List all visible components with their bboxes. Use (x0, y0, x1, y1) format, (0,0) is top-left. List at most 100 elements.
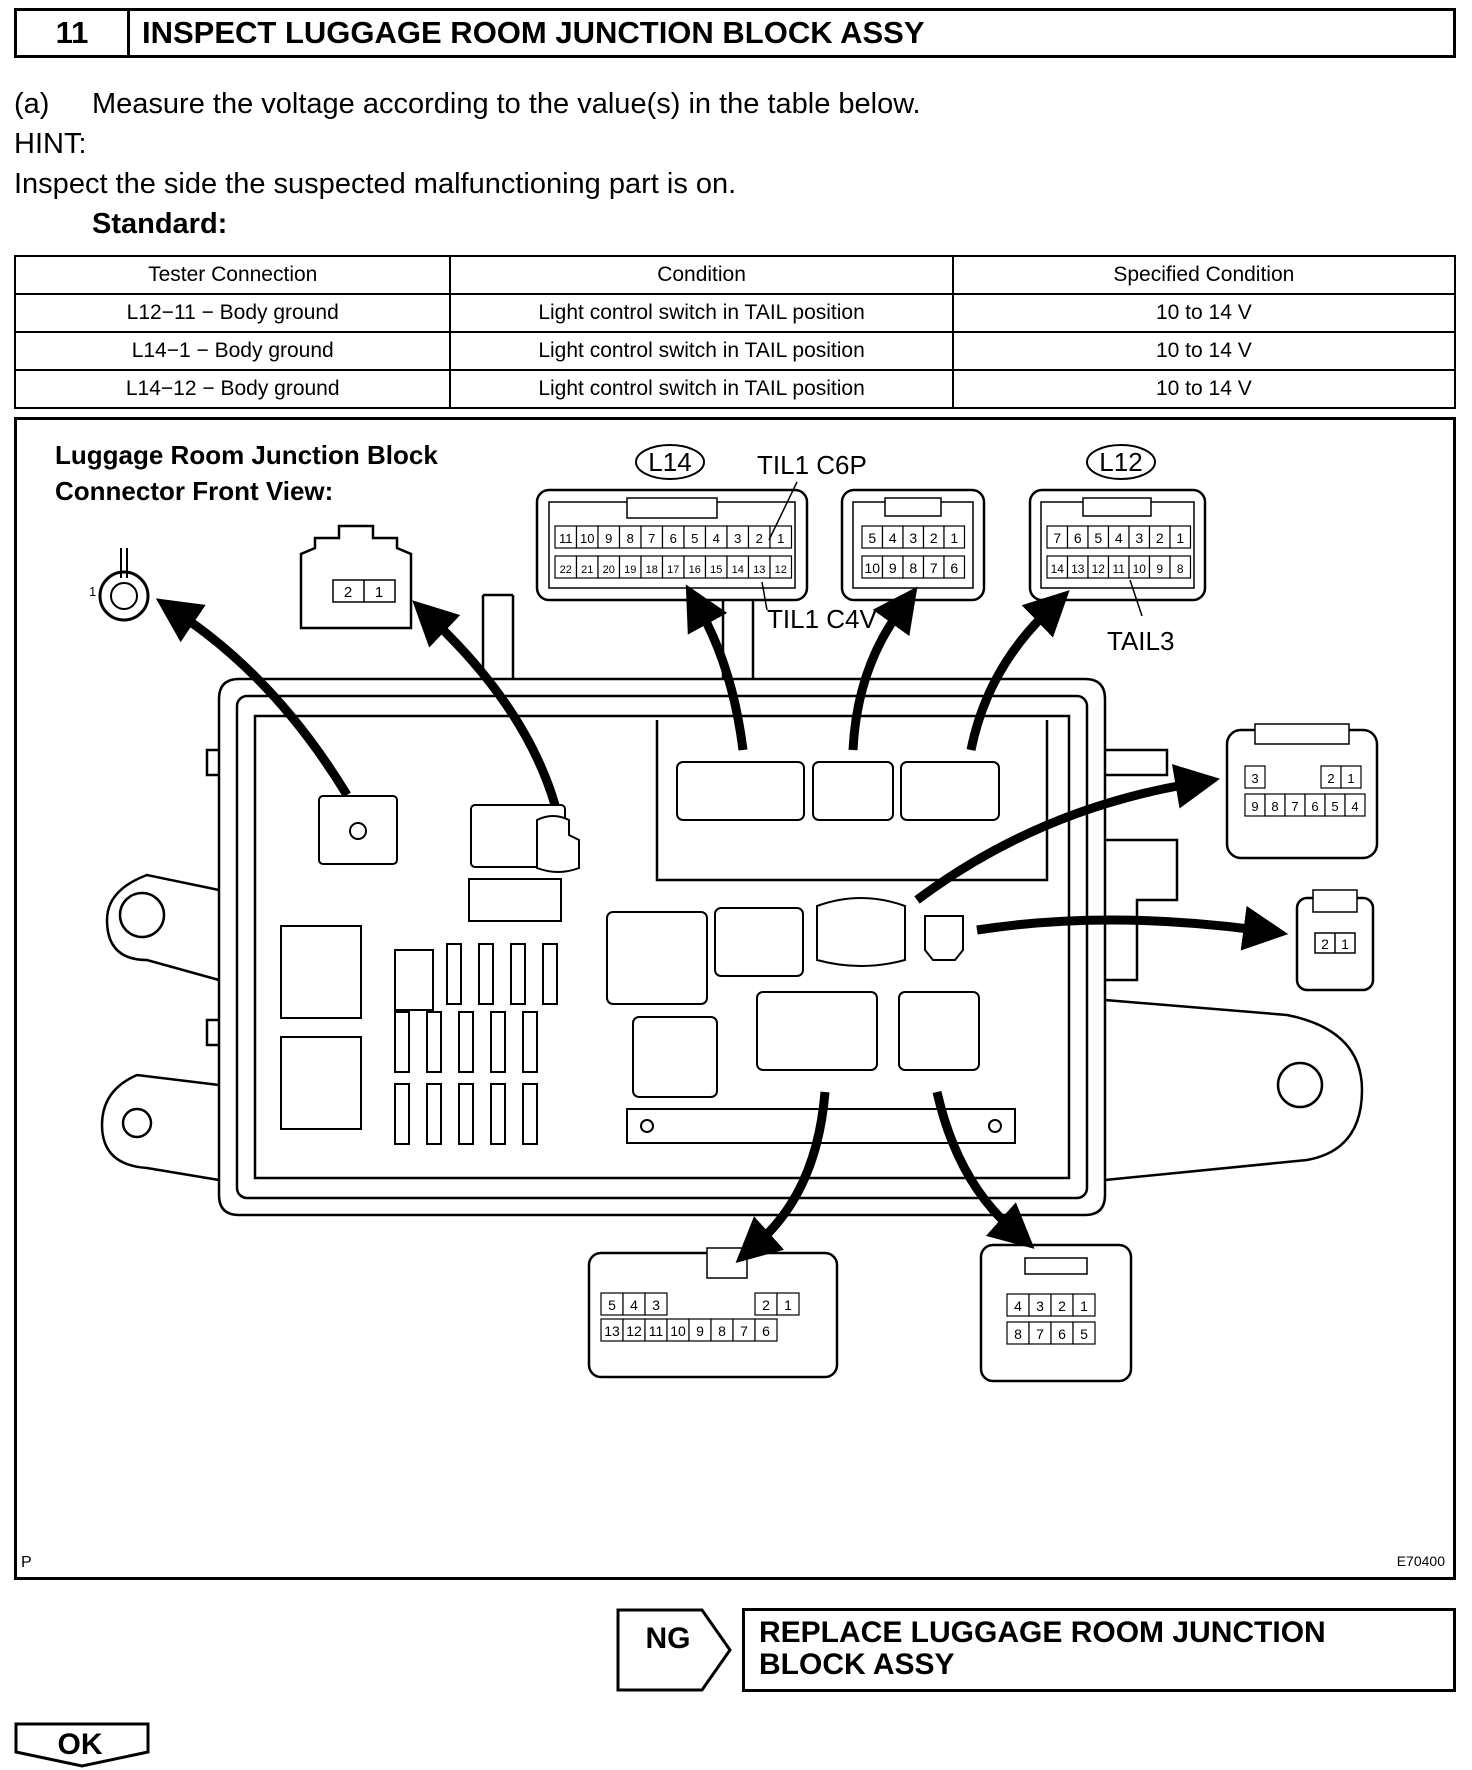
ng-action-box: REPLACE LUGGAGE ROOM JUNCTION BLOCK ASSY (742, 1608, 1456, 1692)
pin-label: 9 (696, 1323, 704, 1339)
pin-label: 8 (909, 560, 917, 576)
pin-label: 8 (1014, 1326, 1022, 1342)
pin-label: 7 (1036, 1326, 1044, 1342)
table-row: L14−12 − Body ground Light control switc… (13, 369, 1457, 409)
pin-label: 20 (603, 564, 615, 576)
table-cell: 10 to 14 V (951, 331, 1457, 371)
instruction-text: Measure the voltage according to the val… (92, 88, 921, 120)
arrow (932, 1091, 1035, 1249)
pin-label: 19 (624, 564, 636, 576)
pin-cell (1169, 525, 1192, 549)
pin-label: 10 (864, 560, 880, 576)
pin-label: 1 (777, 531, 784, 546)
pin-cell (769, 555, 793, 579)
pin-label: 4 (1115, 530, 1123, 546)
pin-label: 2 (1321, 936, 1329, 952)
pin-label: 13 (604, 1323, 620, 1339)
pin-label: 3 (652, 1297, 660, 1313)
pin-label: 4 (889, 530, 897, 546)
pin-label: 12 (626, 1323, 642, 1339)
pin-label: 5 (608, 1297, 616, 1313)
pin-cell (943, 525, 966, 549)
pin-label: 18 (646, 564, 658, 576)
pin-label: 7 (930, 560, 938, 576)
table-header: Specified Condition (951, 255, 1457, 295)
pin-label: 7 (1291, 799, 1298, 814)
pin-label: 4 (630, 1297, 638, 1313)
arrows (155, 584, 1289, 1264)
pin-label: 2 (1058, 1298, 1066, 1314)
pin-label: 9 (1156, 562, 1163, 576)
ground-terminal-label: 1 (89, 584, 96, 599)
connector-2pin-top: 2 1 (299, 524, 413, 630)
connector-2pin-right: 2 1 (1295, 889, 1375, 992)
pin-label: 2 (762, 1297, 770, 1313)
label-til1-c6p: TIL1 C6P (757, 450, 867, 480)
pin-label: 1 (784, 1297, 792, 1313)
label-til1-c4v: TIL1 C4V (767, 604, 877, 634)
pin-label: 10 (670, 1323, 686, 1339)
pin-label: 6 (1058, 1326, 1066, 1342)
diagram-title-2: Connector Front View: (55, 476, 333, 506)
label-tail3: TAIL3 (1107, 626, 1174, 656)
pin-label: 14 (732, 564, 744, 576)
pin-label: 1 (375, 584, 383, 601)
pin-label: 3 (1251, 771, 1258, 786)
ok-label: OK (58, 1728, 103, 1761)
table-cell: 10 to 14 V (951, 369, 1457, 409)
instruction-step-label: (a) (14, 88, 50, 120)
table-row: L14−1 − Body ground Light control switch… (13, 331, 1457, 371)
pin-label: 22 (560, 564, 572, 576)
table-cell: L14−1 − Body ground (13, 331, 452, 371)
pin-label: 6 (1311, 799, 1318, 814)
pin-label: 6 (762, 1323, 770, 1339)
table-header: Tester Connection (13, 255, 452, 295)
arrow (848, 586, 918, 751)
arrow (685, 584, 748, 751)
diagram-svg: Luggage Room Junction Block Connector Fr… (21, 440, 1445, 1571)
pin-label: 5 (691, 531, 698, 546)
pin-label: 4 (1014, 1298, 1022, 1314)
corner-label: P (21, 1554, 32, 1571)
pin-label: 5 (1080, 1326, 1088, 1342)
pin-label: 8 (1271, 799, 1278, 814)
spec-table: Tester Connection Condition Specified Co… (13, 255, 1457, 409)
ok-flag: OK (14, 1722, 150, 1768)
pin-cell (943, 555, 966, 579)
pin-label: 13 (753, 564, 765, 576)
pin-label: 3 (1036, 1298, 1044, 1314)
pin-label: 8 (718, 1323, 726, 1339)
figure-code: E70400 (1397, 1553, 1445, 1569)
table-cell: L14−12 − Body ground (13, 369, 452, 409)
junction-block-components (280, 761, 1016, 1145)
step-header: 11 INSPECT LUGGAGE ROOM JUNCTION BLOCK A… (14, 8, 1456, 58)
pin-label: 3 (1135, 530, 1143, 546)
arrow (412, 600, 560, 807)
standard-label: Standard: (92, 208, 228, 240)
pin-label: 6 (670, 531, 677, 546)
pin-label: 7 (740, 1323, 748, 1339)
pin-label: 9 (889, 560, 897, 576)
pin-label: 16 (689, 564, 701, 576)
pin-cell (1072, 1293, 1096, 1317)
table-cell: L12−11 − Body ground (13, 293, 452, 333)
pin-label: 12 (775, 564, 787, 576)
pin-cell (1169, 555, 1192, 579)
pin-label: 4 (713, 531, 720, 546)
pin-label: 6 (1074, 530, 1082, 546)
pin-label: 7 (648, 531, 655, 546)
pin-label: 3 (734, 531, 741, 546)
pin-label: 9 (605, 531, 612, 546)
junction-block-body (100, 593, 1364, 1217)
hint-text: Inspect the side the suspected malfuncti… (14, 168, 737, 200)
pin-label: 8 (627, 531, 634, 546)
ng-label: NG (646, 1622, 691, 1655)
pin-label: 5 (868, 530, 876, 546)
